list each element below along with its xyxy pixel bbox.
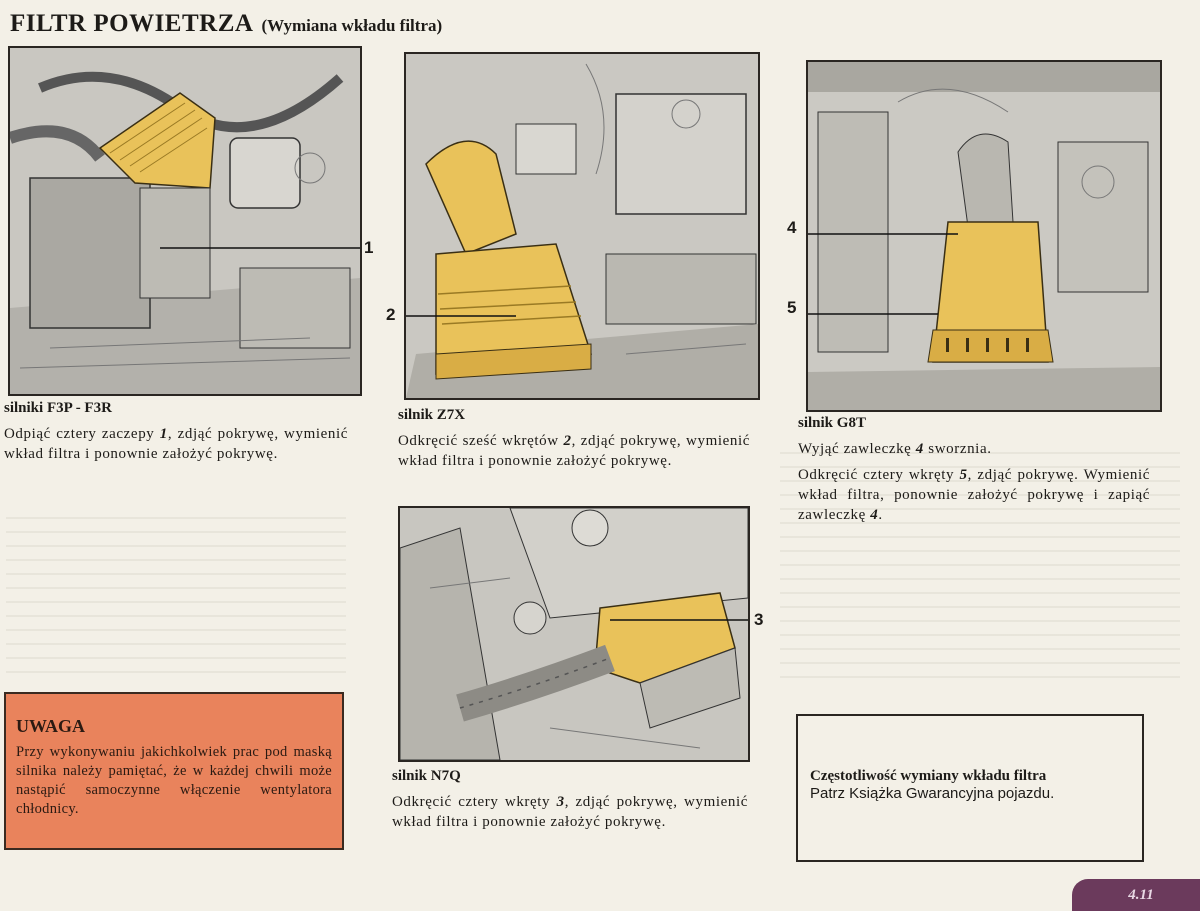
engine-drawing	[406, 54, 758, 398]
callout-number: 2	[386, 305, 396, 324]
engine-illustration-f3p	[8, 46, 362, 396]
warning-box: UWAGA Przy wykonywaniu jakichkolwiek pra…	[4, 692, 344, 850]
page-title: FILTR POWIETRZA (Wymiana wkładu filtra)	[10, 10, 442, 38]
engine-label: silnik N7Q	[392, 768, 461, 784]
engine-illustration-z7x	[404, 52, 760, 400]
callout-number: 1	[364, 238, 374, 257]
engine-label: silniki F3P - F3R	[4, 400, 112, 416]
ghost-text-block	[6, 505, 346, 675]
title-main: FILTR POWIETRZA	[10, 10, 254, 37]
callout-number: 3	[754, 610, 764, 629]
engine-label: silnik Z7X	[398, 407, 466, 423]
caption-n7q: silnik N7Q Odkręcić cztery wkręty 3, zdj…	[392, 766, 748, 838]
engine-drawing	[10, 48, 360, 394]
caption-z7x: silnik Z7X Odkręcić sześć wkrętów 2, zdj…	[398, 405, 750, 477]
engine-illustration-n7q	[398, 506, 750, 762]
interval-heading: Częstotliwość wymiany wkładu filtra	[810, 768, 1047, 784]
engine-illustration-g8t	[806, 60, 1162, 412]
page-number-tab: 4.11	[1072, 879, 1200, 911]
interval-text: Patrz Książka Gwarancyjna pojazdu.	[810, 785, 1055, 802]
ghost-text-block	[780, 440, 1180, 690]
warning-text: Przy wykonywaniu jakichkolwiek prac pod …	[16, 744, 332, 817]
engine-drawing	[808, 62, 1160, 410]
instruction-text: Odpiąć cztery zaczepy 1, zdjąć pokrywę, …	[4, 426, 348, 462]
caption-f3p: silniki F3P - F3R Odpiąć cztery zaczepy …	[4, 398, 348, 470]
warning-heading: UWAGA	[16, 716, 86, 736]
instruction-text: Odkręcić sześć wkrętów 2, zdjąć pokrywę,…	[398, 433, 751, 469]
engine-label: silnik G8T	[798, 415, 866, 431]
callout-number: 4	[787, 218, 797, 237]
instruction-text: Odkręcić cztery wkręty 3, zdjąć pokrywę,…	[392, 794, 749, 830]
interval-box: Częstotliwość wymiany wkładu filtra Patr…	[796, 714, 1144, 862]
callout-number: 5	[787, 298, 797, 317]
caption-g8t: silnik G8T Wyjąć zawleczkę 4 sworznia. O…	[798, 413, 1150, 531]
instruction-text: Odkręcić cztery wkręty 5, zdjąć pokrywę.…	[798, 467, 1150, 523]
title-subtitle: (Wymiana wkładu filtra)	[261, 16, 443, 35]
instruction-text: Wyjąć zawleczkę 4 sworznia.	[798, 441, 992, 457]
engine-drawing	[400, 508, 748, 760]
